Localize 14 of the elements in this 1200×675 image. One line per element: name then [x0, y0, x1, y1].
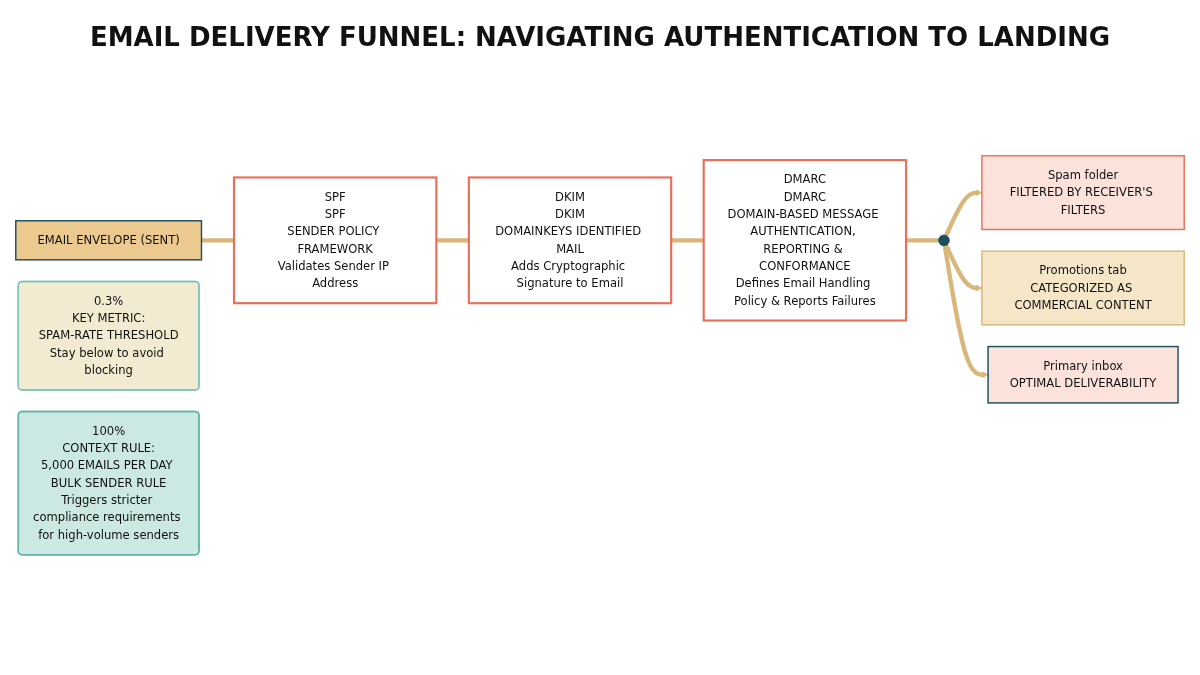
- arrow: [942, 245, 989, 378]
- node-circle: [938, 234, 950, 246]
- connector: [906, 237, 939, 243]
- node-box: SPF SPF SENDER POLICY FRAMEWORK Validates Sender IP Address: [232, 176, 438, 305]
- node-box: DKIM DKIM DOMAINKEYS IDENTIFIED MAIL Adds Cryptographic Signature to Email: [467, 176, 673, 305]
- node-box: Promotions tab CATEGORIZED AS COMMERCIAL CONTENT: [981, 250, 1185, 326]
- connector: [671, 237, 704, 243]
- connector: [201, 237, 234, 243]
- node-box: DMARC DMARC DOMAIN-BASED MESSAGE AUTHENTICATION, REPORTING & CONFORMANCE Defines Email Handling Policy & Reports Failures: [702, 158, 908, 322]
- node-box: EMAIL ENVELOPE (SENT): [15, 219, 203, 261]
- connector: [436, 237, 469, 243]
- node-box: Primary inbox OPTIMAL DELIVERABILITY: [987, 345, 1179, 404]
- diagram-title: EMAIL DELIVERY FUNNEL: NAVIGATING AUTHENTICATION TO LANDING: [88, 21, 1112, 54]
- node-box: Spam folder FILTERED BY RECEIVER'S FILTERS: [981, 154, 1185, 230]
